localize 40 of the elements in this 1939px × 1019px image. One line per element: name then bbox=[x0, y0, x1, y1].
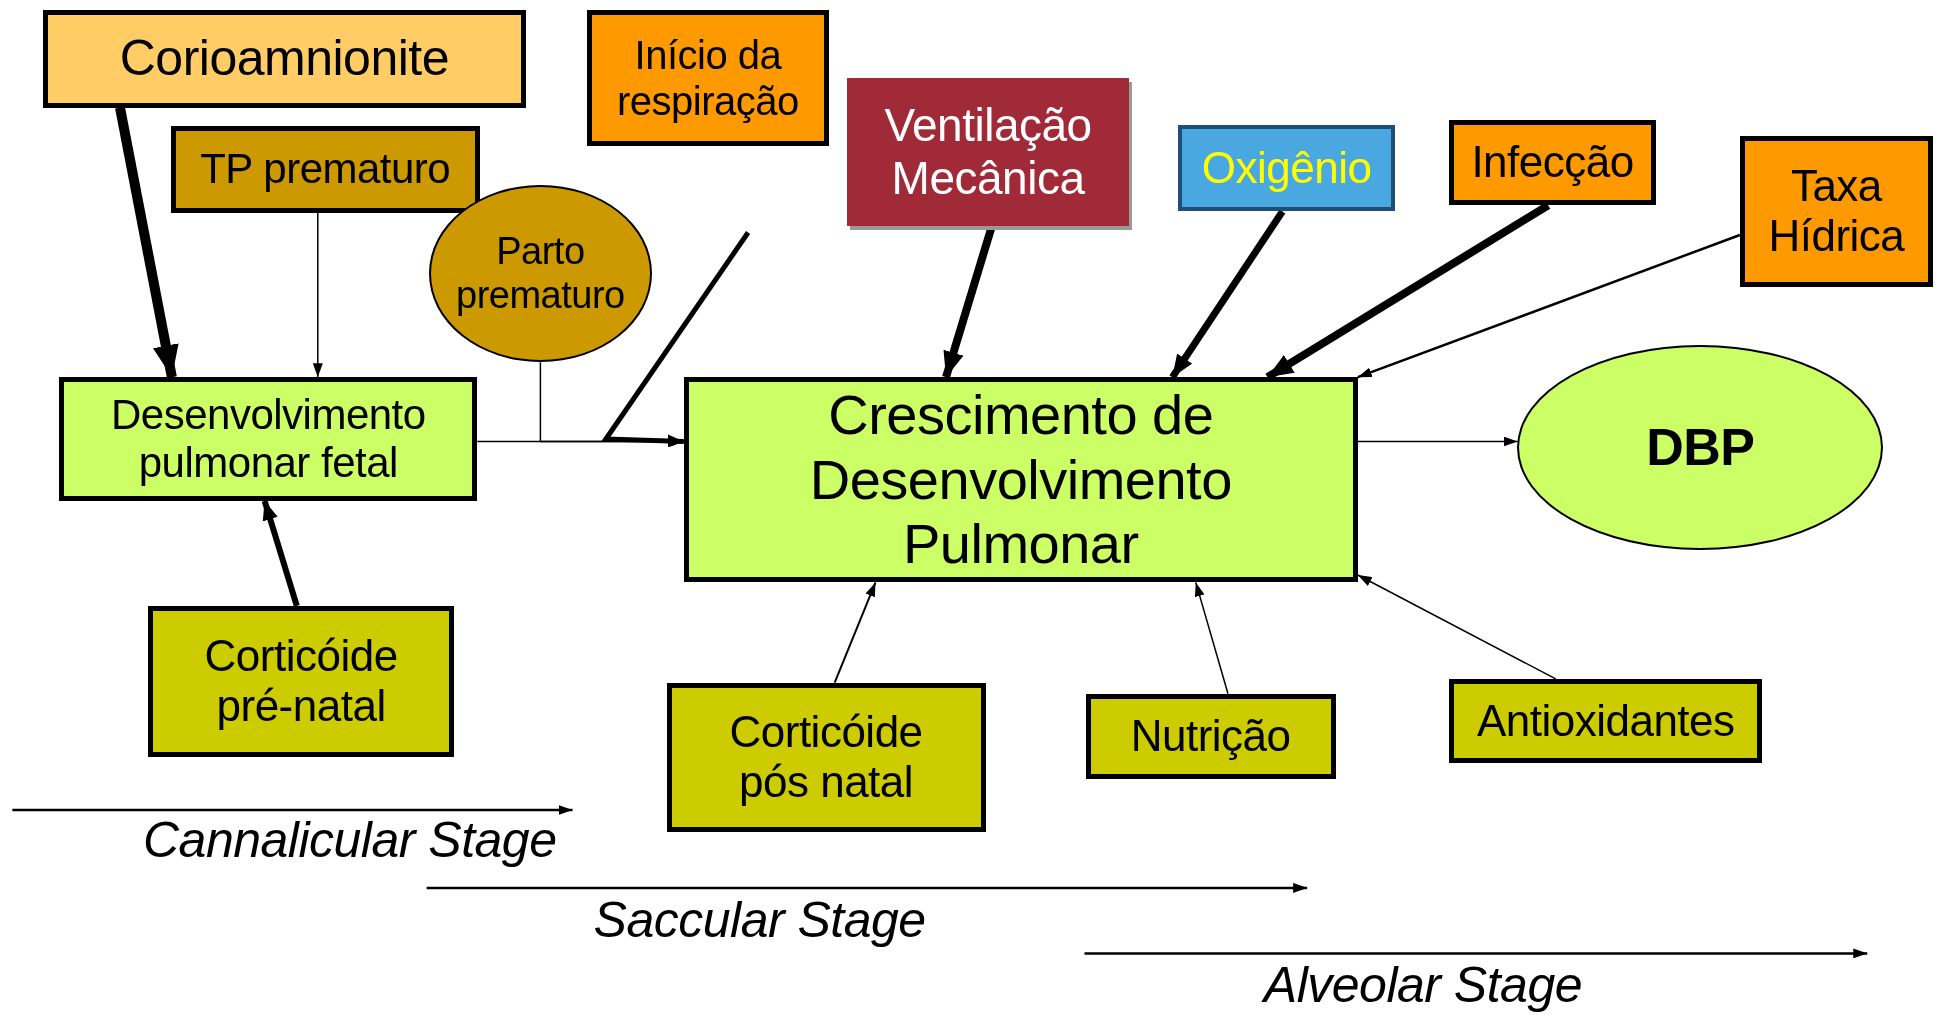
process-box bbox=[170, 126, 480, 213]
process-box bbox=[587, 9, 829, 146]
process-box bbox=[1085, 693, 1336, 780]
process-box bbox=[666, 682, 986, 833]
node-label: Início da respiração bbox=[616, 31, 800, 124]
stage-label: Alveolar Stage bbox=[1263, 955, 1582, 1014]
node-label: Desenvolvimento pulmonar fetal bbox=[110, 390, 427, 488]
process-box bbox=[683, 377, 1358, 583]
node-label: Taxa Hídrica bbox=[1767, 160, 1906, 263]
node-label: DBP bbox=[1646, 417, 1755, 478]
node-label: Nutrição bbox=[1130, 711, 1291, 762]
node-label: Infecção bbox=[1471, 137, 1634, 188]
node-label: Oxigênio bbox=[1201, 142, 1372, 194]
process-box bbox=[148, 605, 454, 757]
node-label: Antioxidantes bbox=[1476, 695, 1735, 747]
node-label: TP prematuro bbox=[200, 145, 451, 194]
arrow bbox=[261, 499, 300, 607]
stage-label: Cannalicular Stage bbox=[143, 810, 557, 869]
process-box bbox=[1178, 124, 1395, 212]
stage-label: Saccular Stage bbox=[593, 891, 926, 950]
process-box bbox=[59, 377, 478, 501]
arrow bbox=[1357, 436, 1519, 447]
arrow bbox=[1194, 581, 1229, 695]
process-box bbox=[43, 9, 526, 108]
node-label: Crescimento de Desenvolvimento Pulmonar bbox=[808, 383, 1233, 577]
arrow bbox=[1357, 574, 1557, 680]
node-label: Corticóide pós natal bbox=[728, 706, 924, 808]
node-label: Corioamnionite bbox=[119, 30, 450, 88]
arrow bbox=[833, 581, 877, 684]
node-label: Ventilação Mecânica bbox=[883, 99, 1093, 205]
node-label: Parto prematuro bbox=[455, 230, 626, 318]
arrow bbox=[312, 211, 323, 378]
process-box bbox=[1449, 678, 1763, 763]
process-box bbox=[847, 77, 1129, 227]
arrow bbox=[115, 106, 179, 379]
arrow bbox=[1357, 233, 1741, 379]
node-label: Corticóide pré-natal bbox=[203, 630, 399, 732]
process-box bbox=[1449, 119, 1656, 206]
process-box bbox=[1739, 136, 1933, 287]
arrow bbox=[601, 231, 751, 448]
